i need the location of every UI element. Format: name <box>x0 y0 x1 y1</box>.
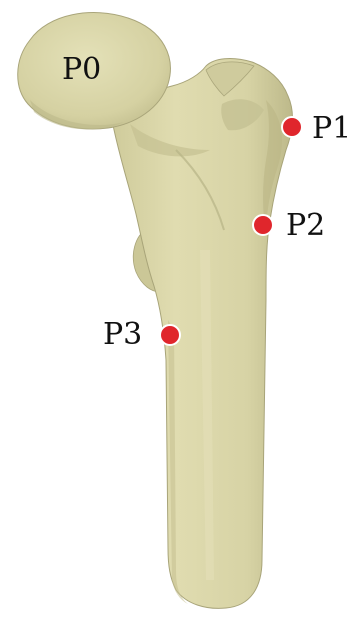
label-p2: P2 <box>286 211 325 241</box>
label-p3: P3 <box>103 320 142 350</box>
label-p1: P1 <box>312 114 351 144</box>
label-p0: P0 <box>62 55 101 85</box>
